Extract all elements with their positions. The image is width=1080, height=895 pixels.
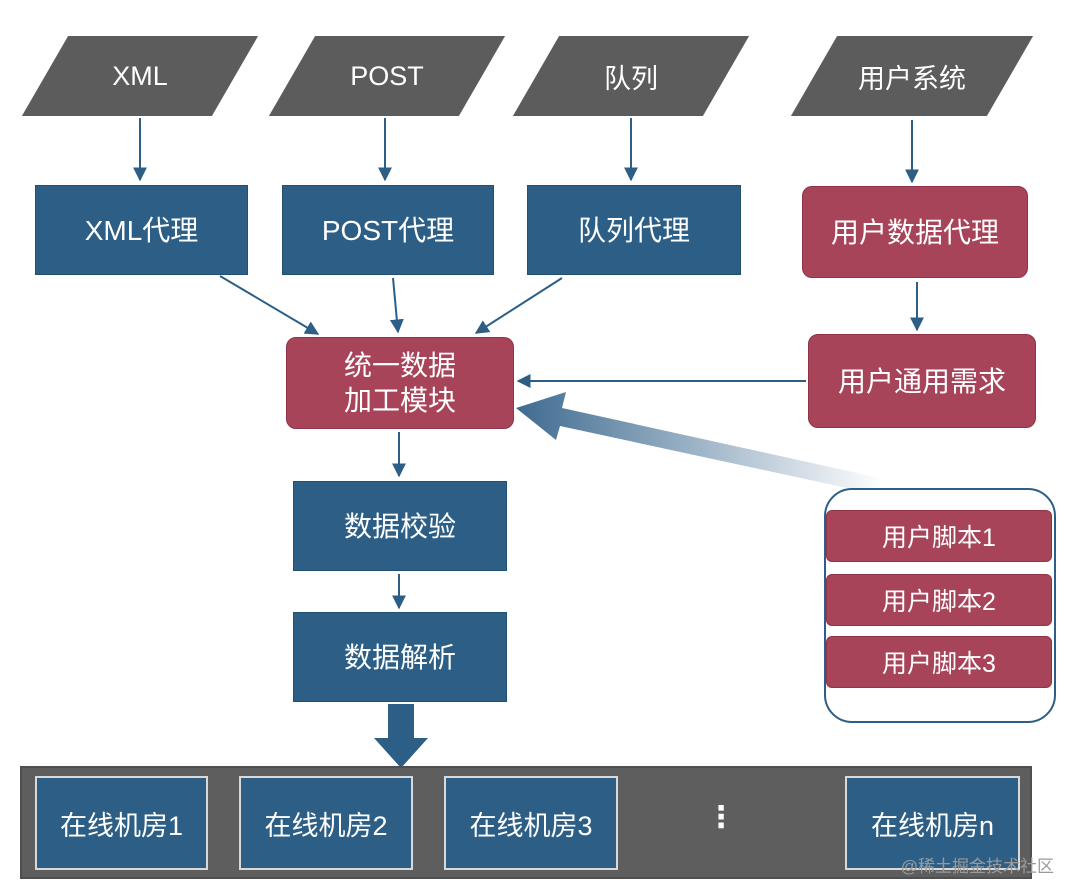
proxy-xml-label: XML代理 xyxy=(84,214,199,246)
source-post: POST xyxy=(268,36,506,116)
arrow-post-proxy-to-unified xyxy=(389,277,404,334)
proxy-post-label: POST代理 xyxy=(321,214,455,246)
datacenter-2: 在线机房2 xyxy=(239,776,413,870)
datacenter-3: 在线机房3 xyxy=(444,776,618,870)
proxy-post: POST代理 xyxy=(282,185,494,275)
user-script-1: 用户脚本1 xyxy=(826,510,1052,562)
user-script-3-label: 用户脚本3 xyxy=(882,650,996,678)
user-script-3: 用户脚本3 xyxy=(826,636,1052,688)
proxy-user-data-label: 用户数据代理 xyxy=(830,216,999,248)
unified-label-line1: 统一数据 xyxy=(343,350,456,381)
arrow-parsing-to-datacenters xyxy=(374,704,428,768)
source-xml: XML xyxy=(21,36,259,116)
proxy-xml: XML代理 xyxy=(35,185,248,275)
datacenter-1: 在线机房1 xyxy=(35,776,208,870)
source-post-label: POST xyxy=(350,60,424,91)
proxy-user-data: 用户数据代理 xyxy=(802,186,1028,278)
datacenter-ellipsis: ⋮ xyxy=(706,801,736,834)
unified-label-line2: 加工模块 xyxy=(343,385,456,416)
source-user-system: 用户系统 xyxy=(790,36,1034,116)
source-queue: 队列 xyxy=(512,36,750,116)
user-script-1-label: 用户脚本1 xyxy=(882,524,996,552)
data-validation: 数据校验 xyxy=(293,481,507,571)
arrow-scripts-to-unified xyxy=(516,392,884,496)
source-queue-label: 队列 xyxy=(604,63,658,94)
user-script-2-label: 用户脚本2 xyxy=(882,588,996,616)
user-common-needs: 用户通用需求 xyxy=(808,334,1036,428)
source-user-system-label: 用户系统 xyxy=(858,63,966,94)
user-script-2: 用户脚本2 xyxy=(826,574,1052,626)
datacenter-1-label: 在线机房1 xyxy=(59,810,184,841)
datacenter-3-label: 在线机房3 xyxy=(469,810,593,841)
proxy-queue: 队列代理 xyxy=(527,185,741,275)
proxy-queue-label: 队列代理 xyxy=(577,214,690,246)
source-xml-label: XML xyxy=(112,60,168,91)
data-parsing: 数据解析 xyxy=(293,612,507,702)
datacenter-2-label: 在线机房2 xyxy=(264,810,388,841)
watermark: @稀土掘金技术社区 xyxy=(900,857,1054,876)
data-parsing-label: 数据解析 xyxy=(343,641,456,673)
datacenter-n: 在线机房n xyxy=(845,776,1020,870)
arrow-xml-proxy-to-unified xyxy=(219,275,320,335)
user-common-needs-label: 用户通用需求 xyxy=(837,365,1006,397)
datacenter-n-label: 在线机房n xyxy=(870,810,995,841)
unified-processing-module: 统一数据 加工模块 xyxy=(286,337,514,429)
data-validation-label: 数据校验 xyxy=(343,510,456,542)
arrow-queue-proxy-to-unified xyxy=(474,277,563,334)
